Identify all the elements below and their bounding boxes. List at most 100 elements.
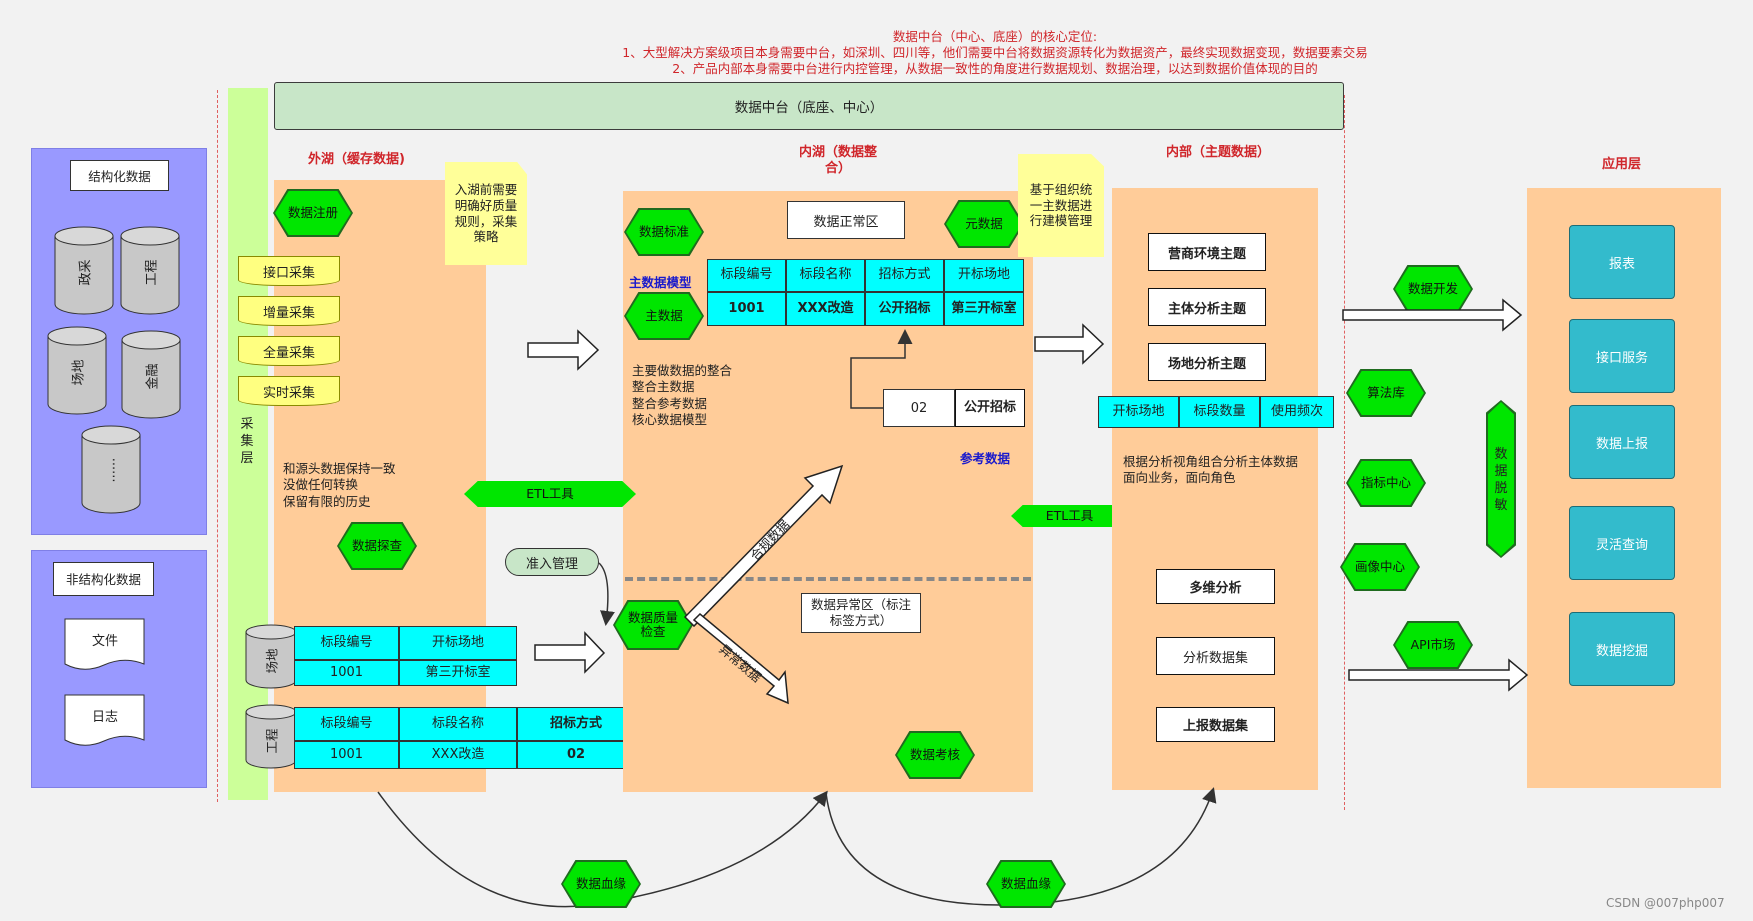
collect-method-full[interactable]: 全量采集: [238, 336, 340, 366]
output-analysis-dataset[interactable]: 分析数据集: [1156, 637, 1275, 675]
data-audit-node[interactable]: 数据考核: [897, 733, 973, 777]
data-standard-node[interactable]: 数据标准: [626, 210, 702, 254]
data-explore-node[interactable]: 数据探查: [339, 524, 415, 568]
table2-header: 标段名称: [399, 707, 517, 741]
collect-layer-label: 采集层: [240, 417, 254, 466]
app-layer-title: 应用层: [1602, 157, 1642, 172]
access-management-node[interactable]: 准入管理: [505, 548, 599, 576]
table1-cell: 1001: [294, 660, 399, 686]
cylinder-gongcheng: 工程: [120, 226, 180, 320]
outer-lake-title: 外湖（缓存数据): [308, 152, 405, 167]
inner-table-header: 招标方式: [865, 259, 944, 292]
reference-code: 02: [883, 389, 955, 427]
collect-method-interface[interactable]: 接口采集: [238, 256, 340, 286]
cylinder-changdi-small: 场地: [245, 624, 297, 694]
inner-table-cell: 1001: [707, 292, 786, 326]
desc-line: 面向业务，面向角色: [1123, 470, 1236, 486]
data-register-node[interactable]: 数据注册: [275, 191, 351, 235]
table1-header: 标段编号: [294, 626, 399, 660]
algorithm-lib-node[interactable]: 算法库: [1348, 371, 1424, 415]
app-flexible-query[interactable]: 灵活查询: [1569, 506, 1675, 580]
metadata-node[interactable]: 元数据: [946, 202, 1022, 246]
theme-desc: 根据分析视角组合分析主体数据 面向业务，面向角色: [1123, 454, 1313, 487]
collect-method-realtime[interactable]: 实时采集: [238, 376, 340, 406]
theme-panel-title: 内部（主题数据）: [1166, 145, 1271, 160]
inner-table-cell: 第三开标室: [944, 292, 1024, 326]
metric-center-node[interactable]: 指标中心: [1348, 461, 1424, 505]
app-interface-service[interactable]: 接口服务: [1569, 319, 1675, 393]
theme-panel: [1112, 188, 1318, 790]
table1-header: 开标场地: [399, 626, 517, 660]
document-icon-log: 日志: [64, 694, 146, 754]
document-label: 文件: [91, 633, 118, 649]
collect-method-incremental[interactable]: 增量采集: [238, 296, 340, 326]
reference-value: 公开招标: [955, 389, 1025, 427]
api-market-node[interactable]: API市场: [1395, 623, 1471, 667]
etl-tool-2[interactable]: ETL工具: [1011, 505, 1128, 527]
reference-data-label: 参考数据: [960, 451, 1011, 466]
desc-line: 主要做数据的整合: [632, 363, 733, 378]
theme-subject-analysis[interactable]: 主体分析主题: [1148, 288, 1266, 326]
desc-line: 根据分析视角组合分析主体数据: [1123, 454, 1299, 469]
data-desensitize-node[interactable]: 数据脱敏: [1488, 402, 1514, 556]
abnormal-zone-label: 数据异常区（标注标签方式）: [801, 593, 921, 633]
lineage-node-1[interactable]: 数据血缘: [563, 862, 639, 906]
cylinder-more: ......: [81, 425, 141, 519]
access-connector: [598, 562, 615, 626]
output-multidim[interactable]: 多维分析: [1156, 569, 1275, 604]
cylinder-label: 工程: [264, 728, 280, 754]
document-label: 日志: [91, 709, 118, 725]
inner-lake-title: 内湖（数据整合）: [798, 145, 877, 176]
master-model-label: 主数据模型: [629, 275, 692, 290]
inner-lake-desc: 主要做数据的整合 整合主数据 整合参考数据 核心数据模型: [632, 363, 732, 428]
desensitize-label: 数据脱敏: [1494, 447, 1508, 513]
cylinder-zhengcai: 政采: [54, 226, 114, 320]
desc-line: 和源头数据保持一致: [283, 461, 396, 476]
profile-center-node[interactable]: 画像中心: [1342, 545, 1418, 589]
header-line-3: 2、产品内部本身需要中台进行内控管理，从数据一致性的角度进行数据规划、数据治理，…: [672, 61, 1318, 76]
divider-left: [217, 90, 218, 802]
metric-cell: 开标场地: [1098, 396, 1179, 428]
cylinder-label: 工程: [144, 259, 160, 286]
document-icon-file: 文件: [64, 618, 146, 678]
output-report-dataset[interactable]: 上报数据集: [1156, 707, 1275, 742]
desc-line: 整合参考数据: [632, 395, 708, 411]
cylinder-label: 场地: [71, 359, 87, 386]
etl-tool-1[interactable]: ETL工具: [464, 481, 636, 507]
inner-table-cell: XXX改造: [786, 292, 865, 326]
cylinder-label: ......: [103, 457, 119, 483]
theme-site-analysis[interactable]: 场地分析主题: [1148, 343, 1266, 381]
table2-cell: XXX改造: [399, 741, 517, 769]
cylinder-label: 金融: [145, 363, 161, 390]
table2-cell: 1001: [294, 741, 399, 769]
desc-line: 没做任何转换: [283, 477, 359, 493]
master-data-node[interactable]: 主数据: [626, 294, 702, 338]
header-line-2: 1、大型解决方案级项目本身需要中台，如深圳、四川等，他们需要中台将数据资源转化为…: [622, 45, 1368, 60]
metric-cell: 使用频次: [1260, 396, 1334, 428]
inner-table-header: 开标场地: [944, 259, 1024, 292]
normal-abnormal-divider: [625, 577, 1031, 581]
desc-line: 保留有限的历史: [283, 493, 371, 509]
table2-cell: 02: [517, 741, 635, 769]
cylinder-label: 场地: [264, 648, 280, 674]
lineage-node-2[interactable]: 数据血缘: [988, 862, 1064, 906]
app-data-mining[interactable]: 数据挖掘: [1569, 612, 1675, 686]
table2-header: 标段编号: [294, 707, 399, 741]
app-data-report[interactable]: 数据上报: [1569, 405, 1675, 479]
outer-lake-desc: 和源头数据保持一致 没做任何转换 保留有限的历史: [283, 461, 396, 510]
cylinder-changdi: 场地: [47, 326, 107, 420]
metric-cell: 标段数量: [1179, 396, 1260, 428]
block-arrow-inner-to-theme: [1034, 323, 1105, 365]
divider-right: [1344, 95, 1345, 810]
unstructured-title: 非结构化数据: [53, 562, 154, 596]
top-banner: 数据中台（底座、中心）: [274, 82, 1344, 130]
theme-business-env[interactable]: 营商环境主题: [1148, 233, 1266, 271]
watermark: CSDN @007php007: [1606, 896, 1725, 910]
outer-lake-note: 入湖前需要明确好质量规则，采集策略: [445, 162, 527, 265]
desc-line: 整合主数据: [632, 379, 695, 395]
header-line-1: 数据中台（中心、底座）的核心定位:: [892, 29, 1098, 44]
app-report[interactable]: 报表: [1569, 225, 1675, 299]
data-dev-node[interactable]: 数据开发: [1395, 267, 1471, 311]
quality-check-node[interactable]: 数据质量检查: [615, 602, 691, 648]
table1-cell: 第三开标室: [399, 660, 517, 686]
